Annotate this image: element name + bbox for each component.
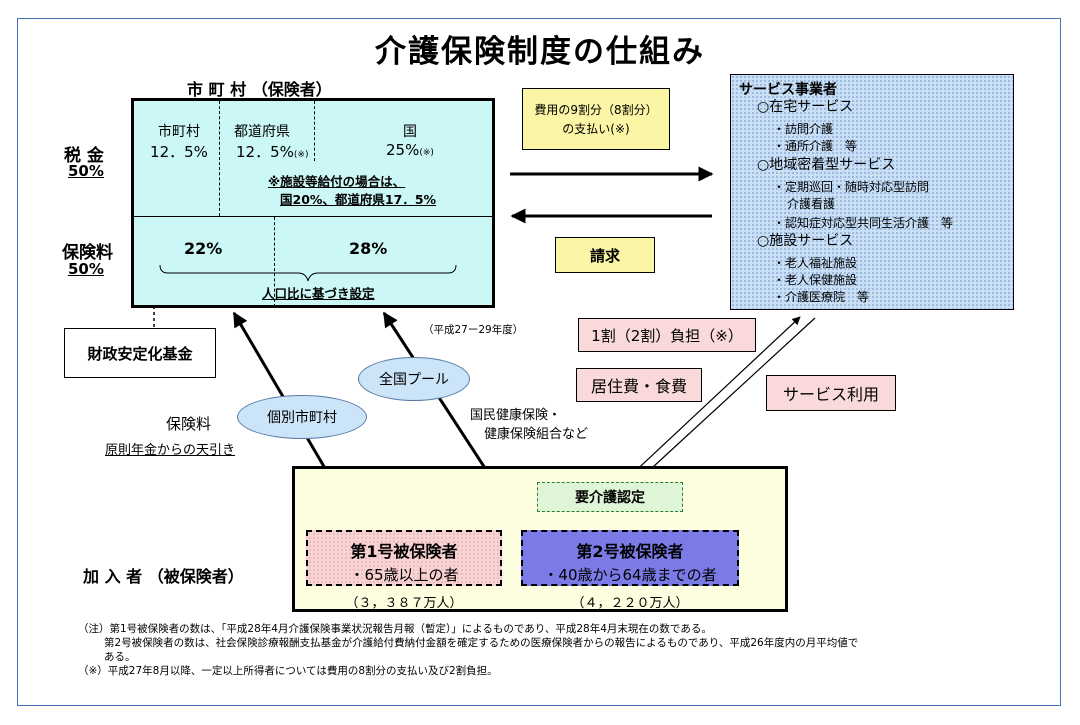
provider-line-home: ○在宅サービス xyxy=(757,99,854,115)
national-pool-ellipse: 全国プール xyxy=(358,357,470,401)
health-insurance-line1: 国民健康保険・ xyxy=(470,408,562,423)
population-note: 人口比に基づき設定 xyxy=(262,286,375,301)
service-provider-box: サービス事業者 ○在宅サービス ・訪問介護 ・通所介護 等 ○地域密着型サービス… xyxy=(730,74,1014,310)
type1-count: （３，３８７万人） xyxy=(345,596,463,611)
provider-line-daycare: ・通所介護 等 xyxy=(773,139,858,153)
claim-tag: 請求 xyxy=(555,237,655,273)
provider-line-periodic: ・定期巡回・随時対応型訪問 xyxy=(773,180,930,194)
service-use-arrow-a xyxy=(627,316,801,479)
note-type1: （注）第1号被保険者の数は、「平成28年4月介護保険事業状況報告月報（暫定）」に… xyxy=(78,623,712,635)
provider-line-community: ○地域密着型サービス xyxy=(757,157,896,173)
type2-description: ・40歳から64歳までの者 xyxy=(543,566,717,584)
insurer-header: 市 町 村 （保険者） xyxy=(187,80,332,99)
payment-tag: 費用の9割分（8割分） の支払い(※) xyxy=(522,88,670,150)
tax-percent: 50% xyxy=(68,162,104,180)
tax-label: 税 金 xyxy=(64,146,104,166)
type2-insured-box: 第2号被保険者 ・40歳から64歳までの者 xyxy=(521,530,739,586)
payment-tag-line2: の支払い(※) xyxy=(562,122,630,136)
type1-insured-box: 第1号被保険者 ・65歳以上の者 xyxy=(306,530,502,586)
service-use-tag: サービス利用 xyxy=(766,375,896,411)
premium-caption: 保険料 xyxy=(166,415,212,433)
premium-share-2: 28% xyxy=(349,239,388,258)
pref-share-percent: 12．5%(※) xyxy=(236,143,309,161)
population-brace xyxy=(159,264,457,282)
provider-line-medical: ・介護医療院 等 xyxy=(773,290,870,304)
provider-line-nursing: 介護看護 xyxy=(787,197,836,211)
type2-count: （４，２２０万人） xyxy=(571,596,689,611)
premium-divider xyxy=(274,217,275,307)
individual-municipality-ellipse: 個別市町村 xyxy=(237,395,367,439)
page-title: 介護保険制度の仕組み xyxy=(375,34,705,70)
care-certification: 要介護認定 xyxy=(537,482,683,512)
facility-note-line2: 国20%、都道府県17．5% xyxy=(280,192,437,207)
members-label: 加 入 者 （被保険者） xyxy=(83,567,244,586)
tax-premium-divider xyxy=(134,216,492,217)
provider-line-visit: ・訪問介護 xyxy=(773,122,834,136)
provider-line-health: ・老人保健施設 xyxy=(773,273,858,287)
stabilization-fund-box: 財政安定化基金 xyxy=(64,328,216,378)
pref-share-mark: (※) xyxy=(293,150,309,160)
premium-share-1: 22% xyxy=(184,239,223,258)
facility-note-line1: ※施設等給付の場合は、 xyxy=(268,174,406,189)
type2-title: 第2号被保険者 xyxy=(576,542,684,561)
premium-percent: 50% xyxy=(68,260,104,278)
provider-line-welfare: ・老人福祉施設 xyxy=(773,256,858,270)
type1-title: 第1号被保険者 xyxy=(350,542,458,561)
premium-label: 保険料 xyxy=(62,243,113,263)
nation-share-percent: 25%(※) xyxy=(386,141,434,159)
board-tag: 居住費・食費 xyxy=(576,368,702,402)
provider-header: サービス事業者 xyxy=(739,82,837,98)
tax-divider-1 xyxy=(219,101,220,216)
municipal-share-percent: 12．5% xyxy=(150,143,208,161)
pension-deduction: 原則年金からの天引き xyxy=(105,443,236,458)
provider-line-facility: ○施設サービス xyxy=(757,233,854,249)
type1-description: ・65歳以上の者 xyxy=(349,566,459,584)
note-type2-cont: ある。 xyxy=(104,651,136,663)
service-use-arrow-b xyxy=(640,317,816,479)
nation-share-name: 国 xyxy=(403,124,417,140)
pref-share-name: 都道府県 xyxy=(234,124,290,140)
insurer-box: 市町村 12．5% 都道府県 12．5%(※) 国 25%(※) ※施設等給付の… xyxy=(131,98,495,308)
municipal-share-name: 市町村 xyxy=(158,124,200,140)
payment-tag-line1: 費用の9割分（8割分） xyxy=(534,103,658,117)
outer-frame xyxy=(17,18,1061,706)
copay-tag: 1割（2割）負担（※） xyxy=(578,318,756,352)
fiscal-period: （平成27ー29年度） xyxy=(423,324,524,336)
tax-divider-2 xyxy=(314,101,315,161)
health-insurance-line2: 健康保険組合など xyxy=(484,427,589,442)
provider-line-dementia: ・認知症対応型共同生活介護 等 xyxy=(773,216,954,230)
note-income: （※）平成27年8月以降、一定以上所得者については費用の8割分の支払い及び2割負… xyxy=(78,665,498,677)
nation-share-mark: (※) xyxy=(419,148,434,158)
note-type2: 第2号被保険者の数は、社会保険診療報酬支払基金が介護給付費納付金額を確定するため… xyxy=(104,637,859,649)
